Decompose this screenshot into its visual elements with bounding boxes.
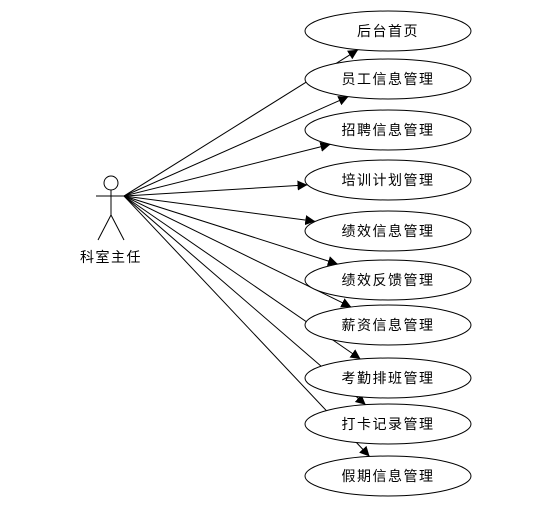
use-case[interactable]: 绩效反馈管理 [304, 259, 472, 301]
use-case-label: 薪资信息管理 [342, 317, 435, 334]
use-case-ellipse[interactable] [304, 10, 472, 52]
use-case-label: 后台首页 [357, 24, 419, 40]
use-case-ellipse[interactable] [304, 58, 472, 100]
use-case[interactable]: 假期信息管理 [304, 455, 472, 497]
use-case[interactable]: 培训计划管理 [304, 159, 472, 201]
use-case-label: 绩效信息管理 [342, 223, 435, 240]
use-case-label: 培训计划管理 [342, 173, 435, 189]
association-lines [123, 49, 370, 457]
use-case[interactable]: 薪资信息管理 [304, 304, 472, 346]
use-case-ellipse[interactable] [304, 210, 472, 252]
actor-name: 科室主任 [80, 249, 142, 266]
association-arrow [123, 180, 308, 197]
actor-left-leg [97, 214, 112, 241]
use-case-label: 绩效反馈管理 [342, 273, 435, 289]
use-case-ellipse[interactable] [304, 159, 472, 201]
use-case[interactable]: 后台首页 [304, 10, 472, 52]
use-case-ellipse[interactable] [304, 403, 472, 445]
use-cases: 后台首页员工信息管理招聘信息管理培训计划管理绩效信息管理绩效反馈管理薪资信息管理… [304, 10, 472, 497]
association-arrow [123, 195, 316, 226]
use-case-ellipse[interactable] [304, 109, 472, 151]
actor-figure: 科室主任 [80, 175, 142, 266]
association-arrow [123, 195, 339, 266]
use-case-ellipse[interactable] [304, 259, 472, 301]
actor-head [103, 175, 119, 191]
use-case[interactable]: 考勤排班管理 [304, 357, 472, 399]
use-case-ellipse[interactable] [304, 357, 472, 399]
use-case[interactable]: 打卡记录管理 [304, 403, 472, 445]
use-case-label: 招聘信息管理 [342, 122, 435, 139]
association-arrow [123, 96, 349, 197]
use-case-ellipse[interactable] [304, 455, 472, 497]
association-arrow [123, 141, 331, 197]
use-case-label: 员工信息管理 [342, 71, 435, 88]
use-case-label: 打卡记录管理 [342, 416, 435, 433]
use-case-ellipse[interactable] [304, 304, 472, 346]
use-case[interactable]: 招聘信息管理 [304, 109, 472, 151]
use-case-label: 假期信息管理 [342, 468, 435, 485]
use-case[interactable]: 绩效信息管理 [304, 210, 472, 252]
actor-right-leg [110, 214, 125, 241]
use-case-label: 考勤排班管理 [342, 371, 435, 387]
use-case[interactable]: 员工信息管理 [304, 58, 472, 100]
